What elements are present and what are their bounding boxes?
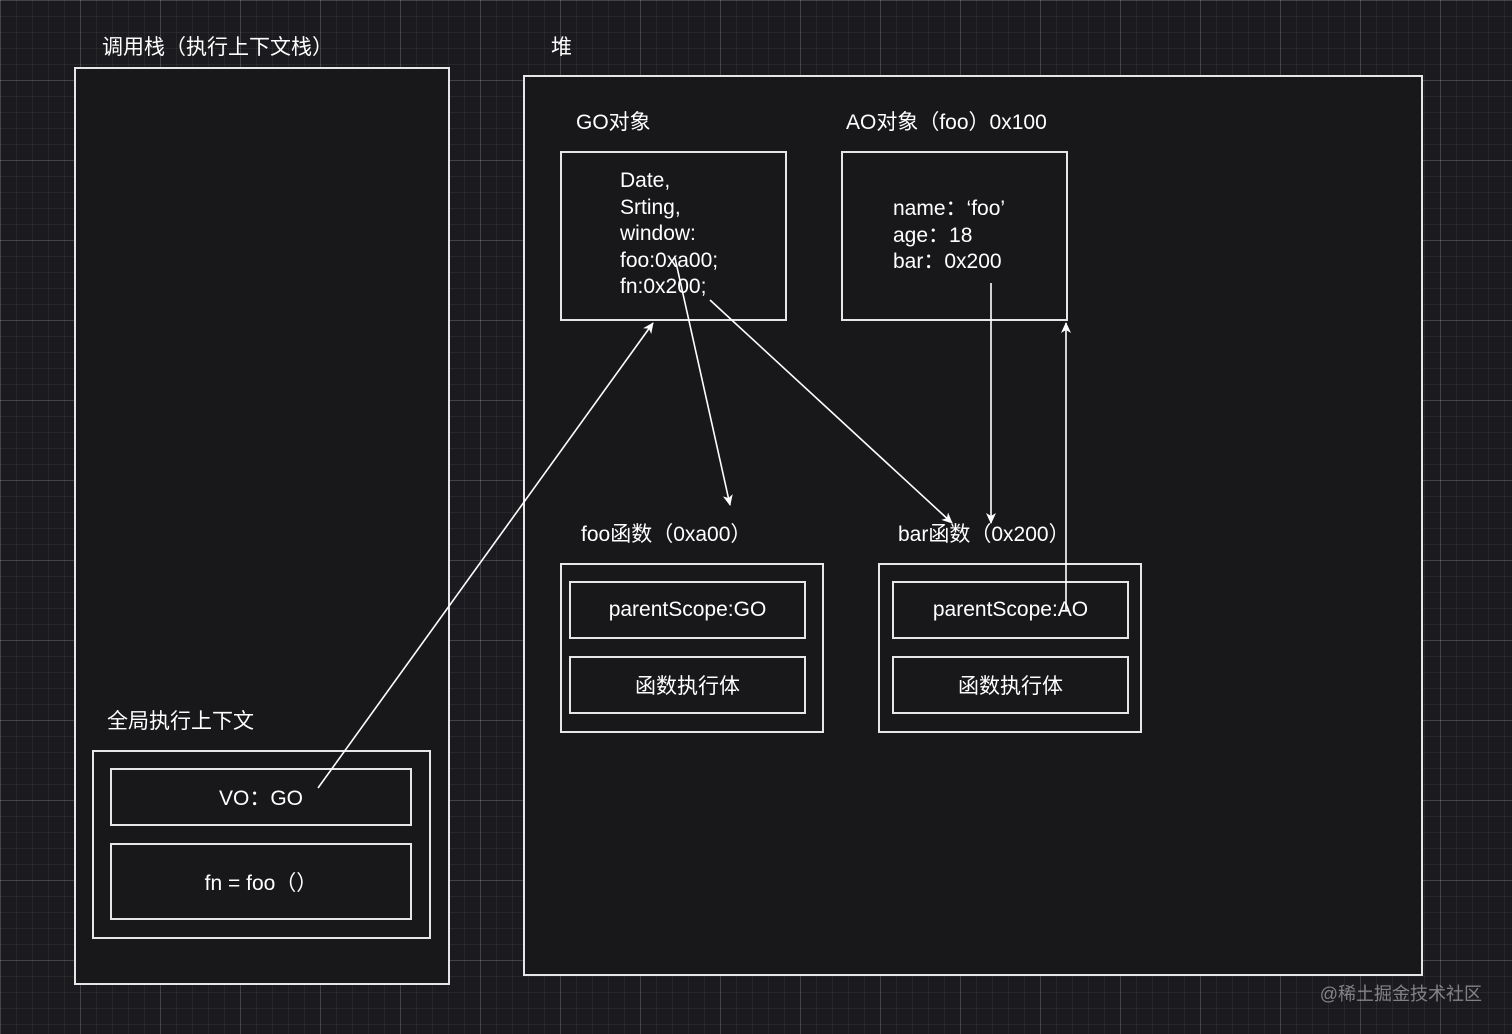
go-object-title: GO对象 — [576, 111, 651, 134]
go-property: Srting, — [620, 195, 681, 219]
go-property: foo:0xa00; — [620, 248, 719, 272]
ao-property: name：‘foo’ — [893, 197, 1006, 220]
foo-function-body: 函数执行体 — [569, 656, 806, 714]
foo-parent-scope: parentScope:GO — [569, 581, 806, 639]
watermark: @稀土掘金技术社区 — [1319, 984, 1482, 1004]
ao-property: age：18 — [893, 223, 973, 247]
go-object-properties: Date, Srting, window: foo:0xa00; fn:0x20… — [620, 168, 718, 301]
heap-title: 堆 — [551, 36, 572, 59]
call-stack-title: 调用栈（执行上下文栈） — [102, 36, 333, 59]
go-property: fn:0x200; — [620, 275, 707, 298]
global-context-title: 全局执行上下文 — [107, 710, 254, 733]
ao-object-title: AO对象（foo）0x100 — [846, 111, 1047, 134]
bar-function-body: 函数执行体 — [892, 656, 1129, 714]
ao-object-properties: name：‘foo’ age：18 bar：0x200 — [893, 196, 1005, 276]
vo-field: VO：GO — [110, 768, 412, 826]
go-property: Date, — [620, 169, 671, 192]
fn-statement-field: fn = foo（） — [110, 843, 412, 920]
go-object-box — [560, 151, 787, 321]
ao-property: bar：0x200 — [893, 250, 1002, 273]
bar-parent-scope: parentScope:AO — [892, 581, 1129, 639]
go-property: window: — [620, 222, 696, 245]
bar-function-title: bar函数（0x200） — [898, 523, 1070, 546]
ao-object-box — [841, 151, 1068, 321]
foo-function-title: foo函数（0xa00） — [581, 523, 752, 546]
